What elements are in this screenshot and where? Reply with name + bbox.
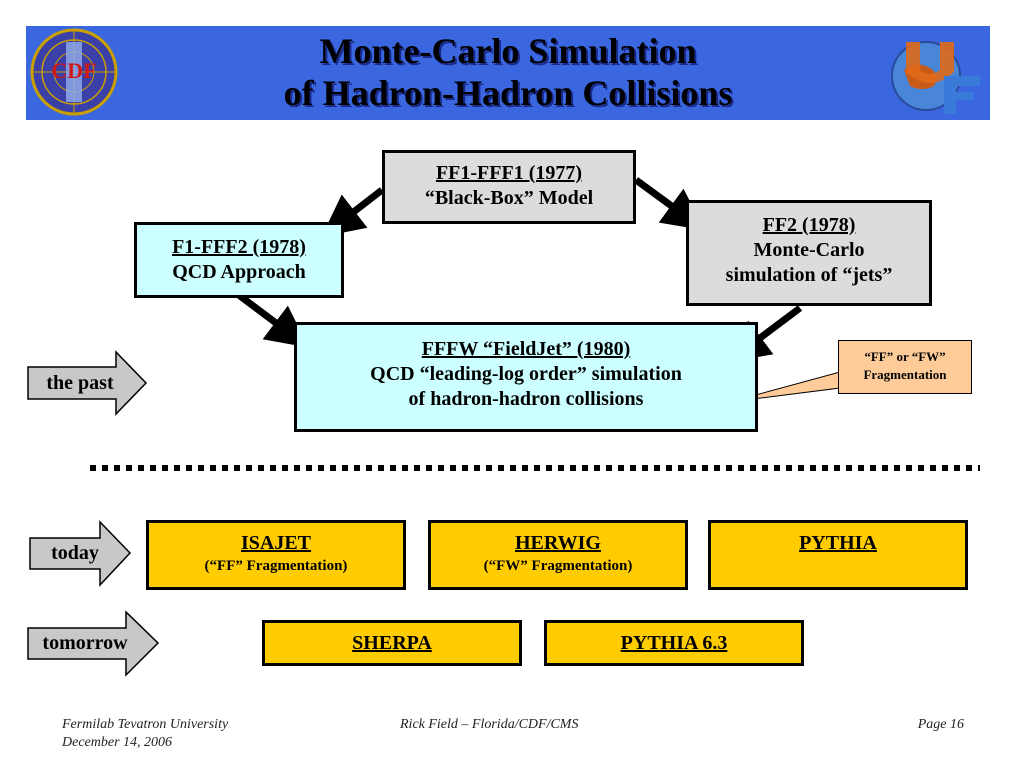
arrow-shape-past [27, 350, 148, 416]
box-fffw-fieldjet: FFFW “FieldJet” (1980) QCD “leading-log … [294, 322, 758, 432]
footer-page: Page 16 [917, 717, 964, 732]
box-fffw-line1: QCD “leading-log order” simulation [370, 363, 682, 385]
cdf-logo-text: CDF [51, 58, 97, 83]
title-line-2: of Hadron-Hadron Collisions [283, 73, 733, 113]
uf-logo-icon [891, 41, 980, 114]
header-bar: Monte-Carlo Simulation of Hadron-Hadron … [26, 26, 990, 120]
box-isajet: ISAJET (“FF” Fragmentation) [146, 520, 406, 590]
herwig-sub: (“FW” Fragmentation) [483, 558, 633, 574]
box-ff1-line1: “Black-Box” Model [424, 187, 594, 209]
label-tomorrow: tomorrow [42, 632, 128, 654]
arrow-shape-tomorrow [27, 610, 160, 677]
cdf-logo-icon [30, 28, 118, 116]
sherpa-title: SHERPA [352, 632, 432, 654]
uf-logo [886, 30, 984, 116]
footer-author: Rick Field – Florida/CDF/CMS [400, 717, 579, 732]
box-pythia-6-3: PYTHIA 6.3 [544, 620, 804, 666]
isajet-title: ISAJET [240, 532, 312, 554]
arrow-ff1-to-f1fff2 [321, 187, 385, 237]
cdf-logo: CDF [30, 28, 118, 116]
label-the-past: the past [46, 372, 114, 394]
box-ff1-fff1: FF1-FFF1 (1977) “Black-Box” Model [382, 150, 636, 224]
box-f1fff2-line1: QCD Approach [172, 261, 306, 283]
box-ff2-title: FF2 (1978) [762, 214, 856, 236]
slide-title: Monte-Carlo Simulation of Hadron-Hadron … [26, 30, 990, 114]
callout-line2: Fragmentation [863, 367, 947, 382]
label-today: today [51, 542, 99, 564]
title-line-1: Monte-Carlo Simulation [319, 31, 697, 71]
isajet-sub: (“FF” Fragmentation) [204, 558, 348, 574]
box-ff2-line2: simulation of “jets” [725, 264, 893, 286]
footer-date: December 14, 2006 [62, 735, 173, 750]
box-fffw-title: FFFW “FieldJet” (1980) [421, 338, 631, 360]
box-sherpa: SHERPA [262, 620, 522, 666]
box-f1-fff2: F1-FFF2 (1978) QCD Approach [134, 222, 344, 298]
footer-venue: Fermilab Tevatron University [62, 717, 229, 732]
box-ff2: FF2 (1978) Monte-Carlo simulation of “je… [686, 200, 932, 306]
box-herwig: HERWIG (“FW” Fragmentation) [428, 520, 688, 590]
callout-line1: “FF” or “FW” [864, 349, 946, 364]
arrow-shape-today [29, 520, 132, 587]
box-ff1-title: FF1-FFF1 (1977) [435, 162, 583, 184]
box-f1fff2-title: F1-FFF2 (1978) [172, 236, 306, 258]
box-fffw-line2: of hadron-hadron collisions [408, 388, 644, 410]
fragmentation-callout: “FF” or “FW” Fragmentation [838, 340, 972, 394]
herwig-title: HERWIG [515, 532, 601, 554]
pythia63-title: PYTHIA 6.3 [620, 632, 728, 654]
box-ff2-line1: Monte-Carlo [753, 239, 865, 261]
pythia-title: PYTHIA [799, 532, 877, 554]
box-pythia: PYTHIA [708, 520, 968, 590]
footer-left: Fermilab Tevatron University December 14… [62, 716, 322, 752]
arrow-ff1-to-ff2 [633, 177, 705, 231]
